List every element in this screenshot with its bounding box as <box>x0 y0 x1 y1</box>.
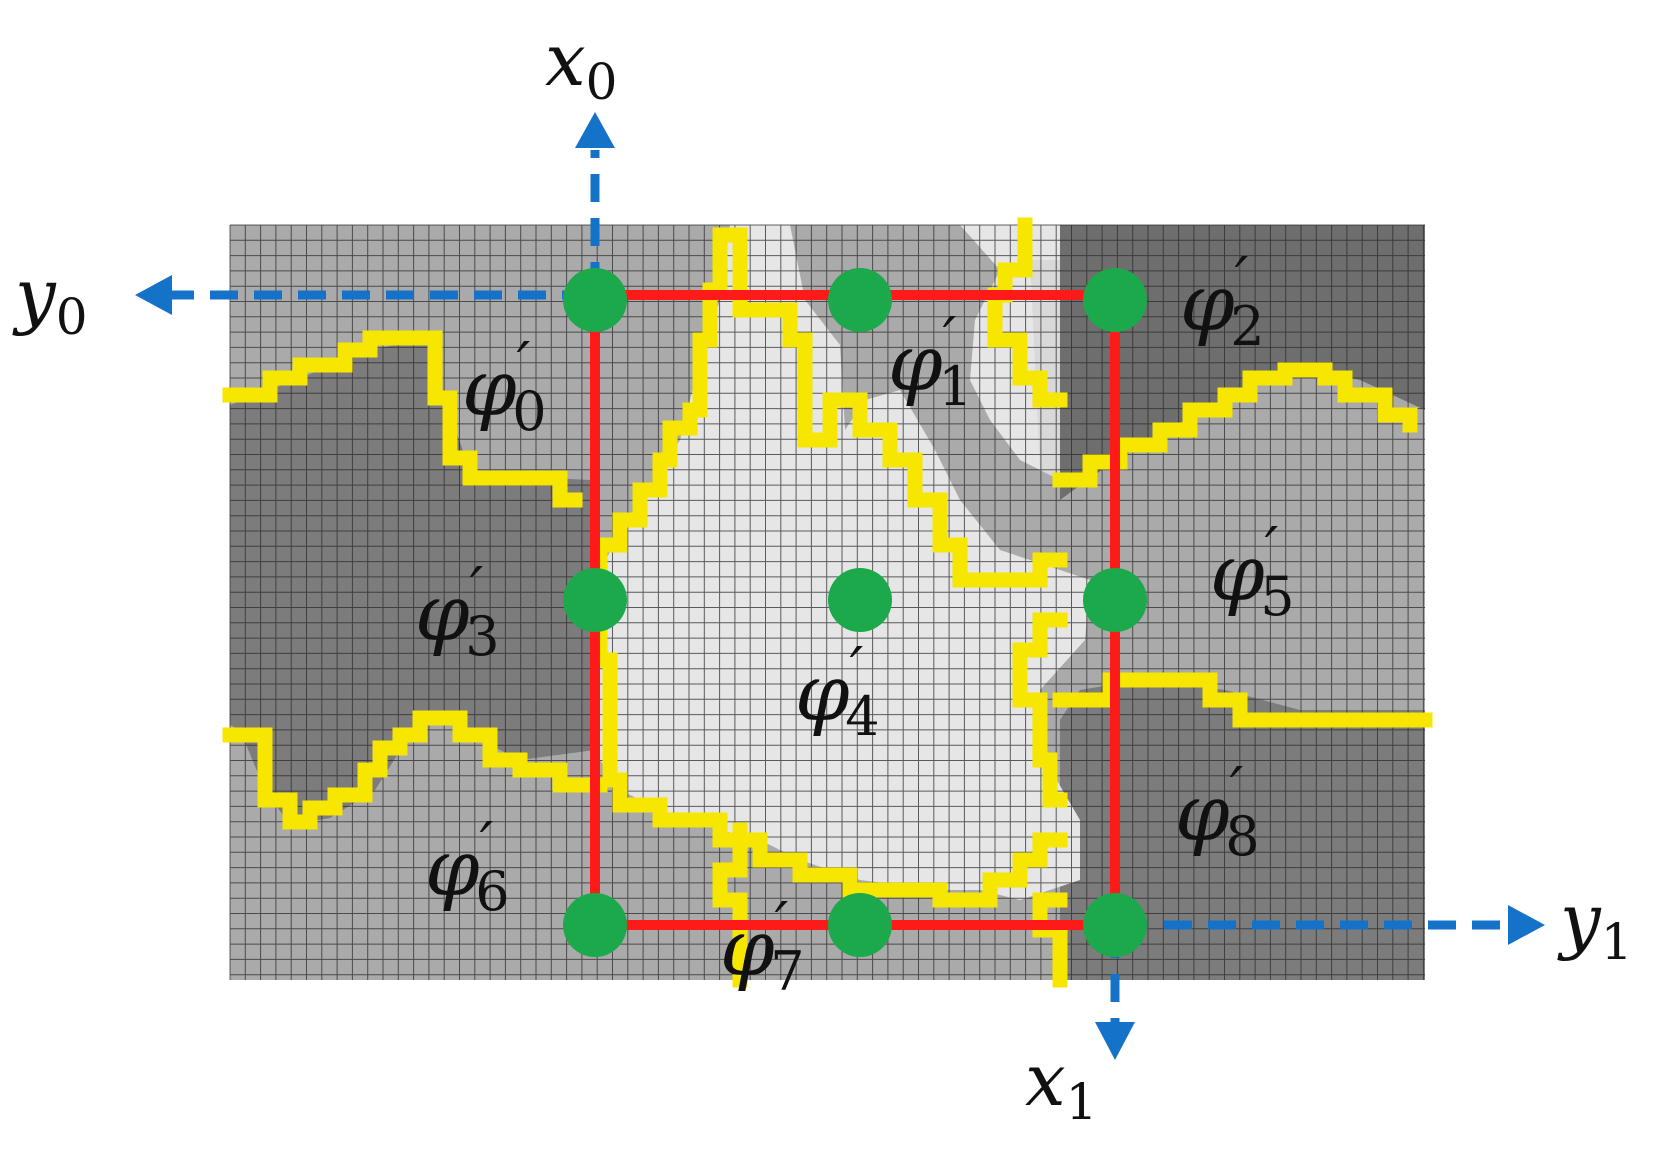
x0-arrowhead <box>575 112 615 148</box>
boundary-upper-left <box>222 330 583 508</box>
axis-label-x0: x0 <box>545 18 617 111</box>
phi-labels: φ′0φ′1φ′2φ′3φ′4φ′5φ′6φ′7φ′8 <box>415 245 1295 1003</box>
phi-subscript: 2 <box>1230 295 1264 358</box>
phi-subscript: 0 <box>512 380 546 443</box>
axis-label-x1: x1 <box>1025 1038 1097 1131</box>
boundary-bottom-center <box>712 822 748 988</box>
node-3 <box>563 568 627 632</box>
node-2 <box>1083 268 1147 332</box>
phi-label-4: φ′4 <box>795 635 880 748</box>
axis-label-y1: y1 <box>1557 878 1633 971</box>
phi-symbol: φ <box>415 569 470 659</box>
phi-subscript: 6 <box>475 860 509 923</box>
phi-prime: ′ <box>1235 245 1249 315</box>
phi-prime: ′ <box>850 635 864 705</box>
x1-arrowhead <box>1095 1022 1135 1060</box>
node-1 <box>828 268 892 332</box>
phi-symbol: φ <box>425 824 480 914</box>
node-5 <box>1083 568 1147 632</box>
phi-symbol: φ <box>1180 259 1235 349</box>
phi-label-2: φ′2 <box>1180 245 1265 358</box>
dark-region-left <box>230 338 595 825</box>
phi-prime: ′ <box>517 330 531 400</box>
phi-symbol: φ <box>720 904 775 994</box>
axis-arrowheads <box>135 112 1545 1060</box>
phi-symbol: φ <box>462 344 517 434</box>
phi-subscript: 1 <box>938 355 972 418</box>
boundary-center-left <box>592 227 1068 588</box>
node-0 <box>563 268 627 332</box>
boundary-right-vertical <box>987 217 1068 408</box>
phi-label-0: φ′0 <box>462 330 547 443</box>
phi-label-6: φ′6 <box>425 810 510 923</box>
phi-subscript: 3 <box>465 605 499 668</box>
phi-prime: ′ <box>470 555 484 625</box>
phi-subscript: 4 <box>845 685 879 748</box>
phi-label-3: φ′3 <box>415 555 500 668</box>
phi-subscript: 8 <box>1225 805 1259 868</box>
phi-prime: ′ <box>1230 755 1244 825</box>
axis-label-y0: y0 <box>12 253 88 346</box>
node-6 <box>563 893 627 957</box>
nodes <box>563 268 1147 957</box>
phi-label-5: φ′5 <box>1210 515 1295 628</box>
y0-arrowhead <box>135 275 172 315</box>
node-4 <box>828 568 892 632</box>
boundary-center-mid <box>592 537 1068 908</box>
phi-label-8: φ′8 <box>1175 755 1260 868</box>
dark-region-bottom-right <box>1060 680 1425 980</box>
phi-prime: ′ <box>480 810 494 880</box>
boundary-lower-left <box>222 710 608 830</box>
phi-subscript: 7 <box>770 940 804 1003</box>
phi-symbol: φ <box>795 649 850 739</box>
phi-label-7: φ′7 <box>720 890 805 1003</box>
node-7 <box>828 893 892 957</box>
phi-prime: ′ <box>1265 515 1279 585</box>
phi-symbol: φ <box>888 319 943 409</box>
phi-symbol: φ <box>1175 769 1230 859</box>
phi-symbol: φ <box>1210 529 1265 619</box>
node-8 <box>1083 893 1147 957</box>
phi-prime: ′ <box>775 890 789 960</box>
phi-label-1: φ′1 <box>888 305 973 418</box>
y1-arrowhead <box>1508 905 1545 945</box>
phi-subscript: 5 <box>1260 565 1294 628</box>
phi-prime: ′ <box>943 305 957 375</box>
boundary-right-mid <box>1012 612 1068 808</box>
light-region-top-right-inner <box>1030 260 1060 480</box>
